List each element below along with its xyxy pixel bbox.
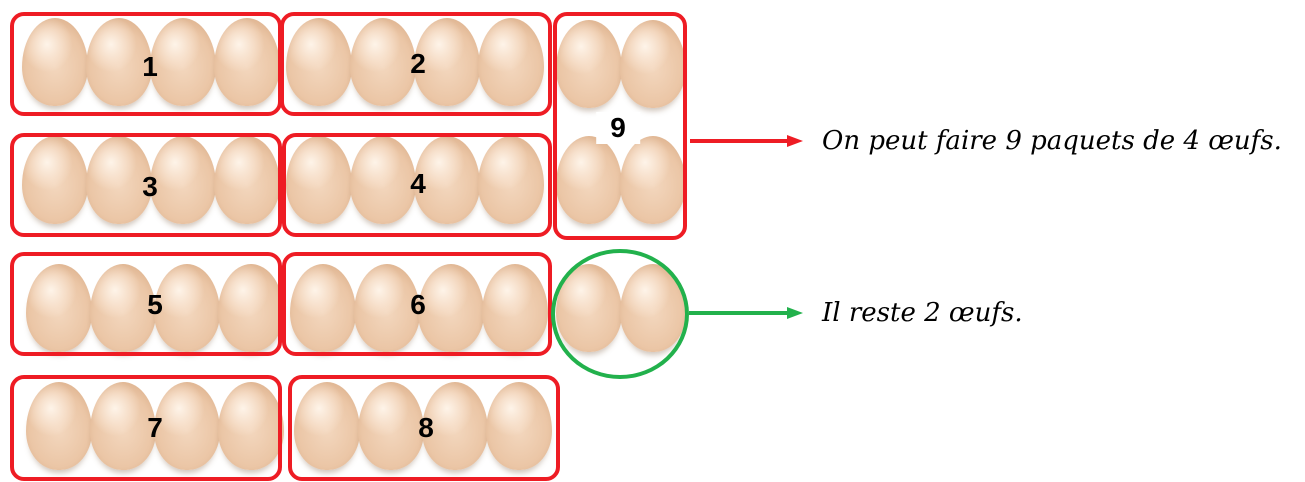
egg: [214, 136, 280, 224]
egg: [154, 382, 220, 470]
packet-box-8: [288, 375, 560, 481]
packet-box-3: [10, 133, 282, 237]
egg: [486, 382, 552, 470]
egg: [418, 264, 484, 352]
egg: [350, 136, 416, 224]
egg: [286, 18, 352, 106]
egg-row-4: [286, 136, 544, 224]
egg: [556, 20, 622, 108]
egg: [354, 264, 420, 352]
egg: [414, 18, 480, 106]
egg: [286, 136, 352, 224]
egg-row-6: [290, 264, 548, 352]
egg-row-8: [294, 382, 552, 470]
packet-label-5: 5: [147, 289, 163, 320]
packet-label-3: 3: [142, 171, 158, 202]
egg: [414, 136, 480, 224]
packet-label-6: 6: [410, 289, 426, 320]
packets-statement: On peut faire 9 paquets de 4 œufs.: [822, 126, 1282, 156]
packet-box-9: [553, 12, 687, 240]
egg: [154, 264, 220, 352]
egg: [90, 264, 156, 352]
egg: [86, 18, 152, 106]
egg: [218, 382, 284, 470]
egg: [218, 264, 284, 352]
green-arrow: [689, 307, 803, 319]
egg: [620, 136, 686, 224]
egg: [350, 18, 416, 106]
egg: [422, 382, 488, 470]
egg: [26, 264, 92, 352]
packet-box-4: [282, 133, 552, 237]
packet-label-4: 4: [410, 168, 426, 199]
egg: [556, 136, 622, 224]
remainder-statement: Il reste 2 œufs.: [822, 298, 1023, 328]
egg-row-7: [26, 382, 284, 470]
egg: [482, 264, 548, 352]
egg: [478, 18, 544, 106]
packet-box-7: [10, 375, 282, 481]
egg-row-2: [286, 18, 544, 106]
egg: [26, 382, 92, 470]
packet-label-1: 1: [142, 51, 158, 82]
packet-box-6: [282, 252, 552, 356]
packet-box-5: [10, 252, 282, 356]
red-arrow: [690, 135, 803, 147]
egg: [620, 20, 686, 108]
egg: [90, 382, 156, 470]
egg-row-9-bottom: [556, 136, 686, 224]
egg: [150, 136, 216, 224]
packet-label-9: 9: [596, 112, 640, 144]
packet-box-2: [280, 12, 552, 116]
egg-row-3: [22, 136, 280, 224]
egg: [86, 136, 152, 224]
egg: [214, 18, 280, 106]
egg: [22, 136, 88, 224]
egg-row-5: [26, 264, 284, 352]
egg: [290, 264, 356, 352]
egg-row-9-top: [556, 20, 686, 108]
packet-label-8: 8: [418, 412, 434, 443]
egg-row-1: [22, 18, 280, 106]
egg: [358, 382, 424, 470]
egg: [478, 136, 544, 224]
remainder-circle: [551, 249, 689, 379]
egg: [294, 382, 360, 470]
packet-label-7: 7: [147, 412, 163, 443]
egg: [22, 18, 88, 106]
egg: [150, 18, 216, 106]
packet-label-2: 2: [410, 48, 426, 79]
